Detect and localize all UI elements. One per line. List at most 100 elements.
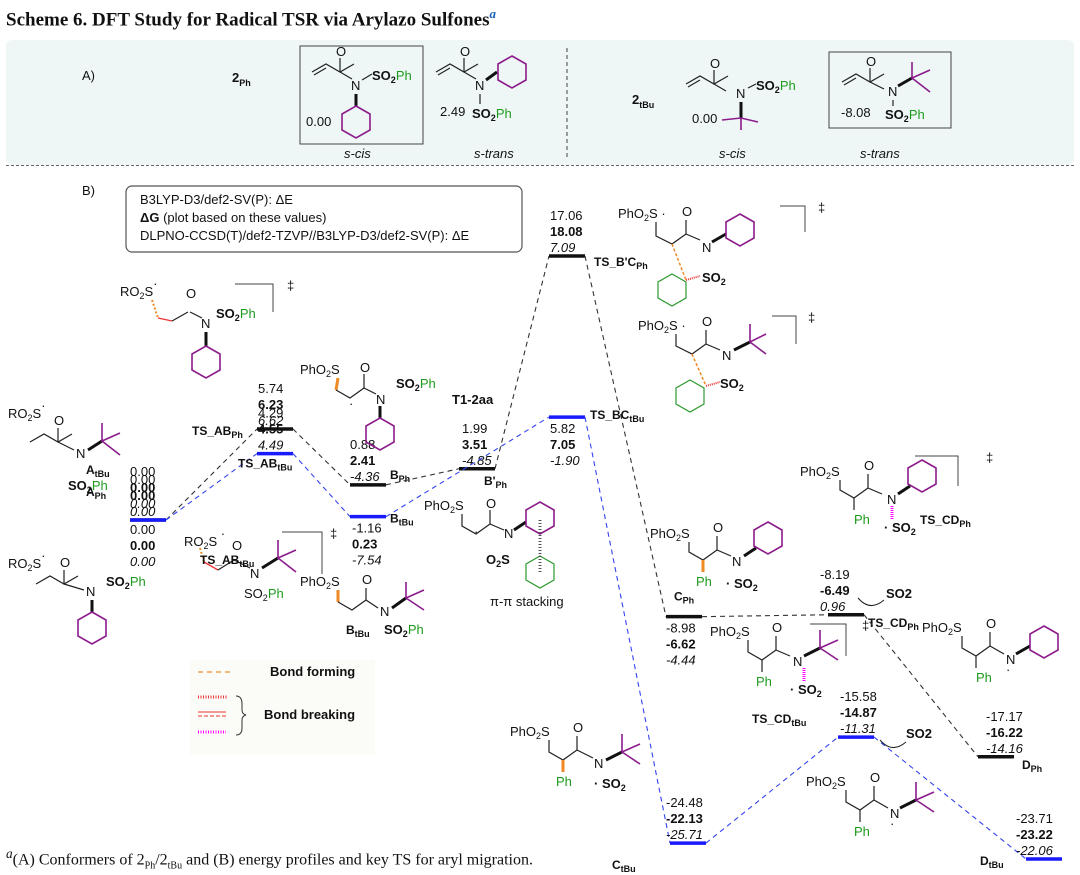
label-2tbu-scis: s-cis bbox=[719, 146, 746, 161]
panel-a-label: A) bbox=[82, 68, 95, 83]
value-dg-ph-2: 2.41 bbox=[350, 453, 375, 468]
svg-text:N: N bbox=[351, 78, 360, 93]
structure-ts-cd-tbu: PhO2S Ph O N · SO2 ‡ bbox=[710, 618, 869, 699]
value-de-ph-5: -8.98 bbox=[666, 621, 696, 636]
value-de-a-tbu: 0.00 bbox=[130, 464, 155, 479]
state-label-tbu-0: AtBu bbox=[86, 463, 110, 479]
legend-bond-forming-label: Bond forming bbox=[270, 664, 355, 679]
label-2tbu-strans: s-trans bbox=[860, 146, 900, 161]
panel-divider bbox=[6, 165, 1074, 166]
label-2ph-scis: s-cis bbox=[344, 146, 371, 161]
value-dg-ph-6: -6.49 bbox=[820, 583, 850, 598]
svg-text:SO2Ph: SO2Ph bbox=[68, 478, 108, 495]
scheme-title: Scheme 6. DFT Study for Radical TSR via … bbox=[6, 6, 496, 31]
svg-text:N: N bbox=[736, 86, 745, 101]
value-dg-ph-5: -6.62 bbox=[666, 637, 696, 652]
svg-text:Ph: Ph bbox=[976, 670, 992, 685]
value-dg-ph-3: 3.51 bbox=[462, 437, 487, 452]
compound-2tbu-label: 2tBu bbox=[632, 92, 654, 110]
state-label-tbu-2: BtBu bbox=[390, 512, 414, 528]
svg-text:SO2Ph: SO2Ph bbox=[885, 107, 925, 124]
value-dg-a-ph: 0.00 bbox=[130, 538, 155, 553]
structure-ts-bc-ph: PhO2S · O N SO2 ‡ bbox=[618, 200, 825, 307]
svg-text:O: O bbox=[573, 720, 583, 735]
svg-text:‡: ‡ bbox=[986, 450, 993, 465]
connector-ph-3 bbox=[385, 468, 460, 486]
state-label-tbu-3: TS_BCtBu bbox=[590, 408, 644, 424]
value-de2-tbu-2: -7.54 bbox=[352, 553, 382, 568]
svg-text:O: O bbox=[460, 44, 470, 59]
svg-text:O: O bbox=[362, 572, 372, 587]
svg-text:O2S: O2S bbox=[486, 552, 510, 569]
value-de2-ph-1: 6.62 bbox=[258, 413, 284, 428]
svg-text:Ph: Ph bbox=[696, 574, 712, 589]
svg-text:SO2Ph: SO2Ph bbox=[106, 574, 146, 591]
connector-ph-4 bbox=[494, 255, 550, 469]
value-dg-ph-4: 18.08 bbox=[550, 224, 583, 239]
state-label-ph-1: TS_ABPh bbox=[192, 424, 243, 440]
value-de2-tbu-6: -22.06 bbox=[1016, 843, 1054, 858]
structure-b-ph: PhO2S · O N SO2Ph bbox=[300, 360, 436, 451]
svg-text:SO2Ph: SO2Ph bbox=[372, 68, 412, 85]
svg-text:N: N bbox=[887, 492, 896, 507]
svg-text:PhO2S: PhO2S bbox=[800, 464, 840, 481]
connector-tbu-5 bbox=[705, 736, 839, 844]
value-de-tbu-1: 4.29 bbox=[258, 406, 283, 421]
svg-text:N: N bbox=[594, 756, 603, 771]
svg-text:N: N bbox=[76, 446, 85, 461]
svg-text:O: O bbox=[702, 314, 712, 329]
state-label-ph-4: TS_B'CPh bbox=[594, 255, 648, 271]
svg-text:PhO2S ·: PhO2S · bbox=[638, 318, 686, 335]
svg-text:N: N bbox=[250, 566, 259, 581]
energy-profile: 0.000.000.00APh5.746.236.62TS_ABPh0.882.… bbox=[86, 208, 1062, 874]
structure-ts-bc-tbu: PhO2S · O N SO2 ‡ bbox=[638, 310, 815, 413]
connector-tbu-2 bbox=[292, 453, 351, 518]
value-dg-tbu-3: 7.05 bbox=[550, 437, 575, 452]
svg-text:Ph: Ph bbox=[854, 512, 870, 527]
molecule-2ph-scis: O N SO2Ph bbox=[311, 44, 412, 139]
molecule-2tbu-scis: O N SO2Ph bbox=[685, 56, 796, 130]
state-label-ph-5: CPh bbox=[674, 590, 694, 606]
compound-2ph-label: 2Ph bbox=[232, 70, 251, 88]
value-de-ph-4: 17.06 bbox=[550, 208, 583, 223]
svg-text:O: O bbox=[360, 360, 370, 375]
value-de-tbu-4: -24.48 bbox=[666, 795, 703, 810]
svg-text:O: O bbox=[186, 286, 196, 301]
state-label-ph-7: DPh bbox=[1022, 758, 1042, 774]
value-de2-ph-6: 0.96 bbox=[820, 599, 846, 614]
svg-text:PhO2S: PhO2S bbox=[922, 620, 962, 637]
value-de2-ph-7: -14.16 bbox=[986, 741, 1024, 756]
structure-b-prime-ph: PhO2S · O N O2S bbox=[424, 496, 555, 589]
svg-text:RO2S ·: RO2S · bbox=[184, 526, 225, 551]
svg-text:‡: ‡ bbox=[862, 618, 869, 633]
value-dg-ph-1: 6.23 bbox=[258, 397, 283, 412]
svg-text:N: N bbox=[722, 348, 731, 363]
svg-text:· SO2: · SO2 bbox=[884, 520, 916, 537]
svg-text:RO2S·: RO2S· bbox=[8, 548, 46, 573]
footnote: a(A) Conformers of 2Ph/2tBu and (B) ener… bbox=[6, 846, 533, 872]
value-de-ph-2: 0.88 bbox=[350, 437, 375, 452]
energy-2ph-strans: 2.49 bbox=[440, 104, 465, 119]
value-de2-a-ph: 0.00 bbox=[130, 554, 156, 569]
svg-text:N: N bbox=[1006, 652, 1015, 667]
svg-text:‡: ‡ bbox=[808, 310, 815, 325]
svg-text:·: · bbox=[349, 396, 353, 411]
svg-text:‡: ‡ bbox=[287, 278, 294, 293]
connector-tbu-3 bbox=[385, 416, 550, 518]
state-label-ph-3: B'Ph bbox=[484, 474, 507, 490]
svg-text:TS_CDPh: TS_CDPh bbox=[920, 513, 971, 529]
svg-text:PhO2S: PhO2S bbox=[650, 526, 690, 543]
state-label-tbu-4: CtBu bbox=[612, 858, 636, 874]
value-de2-ph-5: -4.44 bbox=[666, 653, 696, 668]
structure-d-ph: PhO2S Ph O N · bbox=[922, 616, 1059, 685]
value-dg-tbu-4: -22.13 bbox=[666, 811, 703, 826]
energy-2tbu-strans: -8.08 bbox=[841, 105, 871, 120]
svg-text:· SO2: · SO2 bbox=[594, 776, 626, 793]
structure-ts-ab-tbu: RO2S · O N SO2Ph ‡ TS_ABtBu bbox=[184, 526, 337, 603]
svg-text:SO2: SO2 bbox=[702, 270, 726, 287]
svg-text:O: O bbox=[713, 520, 723, 535]
connector-ph-1 bbox=[165, 428, 258, 521]
svg-text:N: N bbox=[888, 84, 897, 99]
method-line-1: B3LYP-D3/def2-SV(P): ΔE bbox=[140, 192, 293, 207]
svg-text:O: O bbox=[864, 458, 874, 473]
